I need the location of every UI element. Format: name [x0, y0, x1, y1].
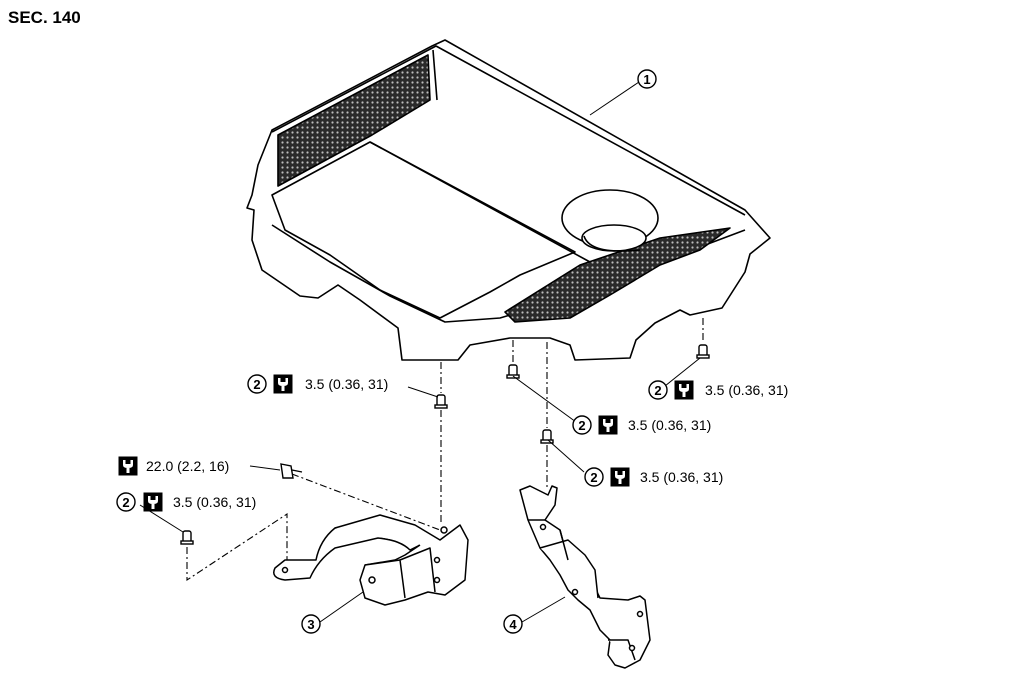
svg-text:2: 2 — [122, 495, 129, 510]
svg-text:3.5 (0.36, 31): 3.5 (0.36, 31) — [705, 382, 788, 398]
torque-spec-bolt: 22.0 (2.2, 16) — [118, 456, 229, 476]
svg-text:2: 2 — [253, 377, 260, 392]
torque-wrench-icon — [118, 456, 138, 476]
torque-spec-clip-right: 3.5 (0.36, 31) — [674, 380, 788, 400]
svg-text:2: 2 — [654, 383, 661, 398]
torque-wrench-icon — [610, 467, 630, 487]
svg-text:2: 2 — [578, 418, 585, 433]
svg-text:3: 3 — [307, 617, 314, 632]
clip-lower — [540, 429, 554, 444]
engine-cover-outline — [246, 39, 771, 361]
clip-bracket3 — [180, 530, 194, 545]
alignment-lines — [186, 318, 704, 582]
left-mesh-vent — [277, 54, 431, 187]
engine-cover-center-seam — [369, 141, 591, 263]
callout-part-1: 1 — [637, 69, 657, 89]
torque-wrench-icon — [674, 380, 694, 400]
torque-spec-clip-center: 3.5 (0.36, 31) — [598, 415, 711, 435]
svg-text:3.5 (0.36, 31): 3.5 (0.36, 31) — [640, 469, 723, 485]
clip-left — [434, 394, 448, 409]
callout-part-2-right: 2 — [648, 380, 668, 400]
clip-right — [696, 344, 710, 359]
engine-cover-center-panel — [271, 141, 576, 319]
torque-spec-clip-lower: 3.5 (0.36, 31) — [610, 467, 723, 487]
bracket-4 — [519, 485, 651, 669]
engine-cover-top-edge — [271, 45, 746, 216]
callout-part-2-left: 2 — [247, 374, 267, 394]
svg-text:3.5 (0.36, 31): 3.5 (0.36, 31) — [628, 417, 711, 433]
torque-wrench-icon — [143, 492, 163, 512]
section-label: SEC. 140 — [8, 8, 81, 27]
svg-text:4: 4 — [509, 617, 517, 632]
torque-wrench-icon — [598, 415, 618, 435]
torque-spec-clip-left: 3.5 (0.36, 31) — [273, 374, 388, 394]
svg-text:3.5 (0.36, 31): 3.5 (0.36, 31) — [173, 494, 256, 510]
torque-spec-clip-bracket3: 3.5 (0.36, 31) — [143, 492, 256, 512]
engine-cover — [246, 39, 771, 361]
svg-text:22.0 (2.2, 16): 22.0 (2.2, 16) — [146, 458, 229, 474]
bracket-3 — [273, 514, 469, 606]
callout-part-2-lower: 2 — [584, 467, 604, 487]
torque-wrench-icon — [273, 374, 293, 394]
callout-part-2-center: 2 — [572, 415, 592, 435]
callout-part-2-bracket3: 2 — [116, 492, 136, 512]
bolt — [280, 463, 303, 479]
svg-text:1: 1 — [643, 72, 650, 87]
svg-text:2: 2 — [590, 470, 597, 485]
svg-text:3.5 (0.36, 31): 3.5 (0.36, 31) — [305, 376, 388, 392]
callout-part-3: 3 — [301, 614, 321, 634]
callout-part-4: 4 — [503, 614, 523, 634]
